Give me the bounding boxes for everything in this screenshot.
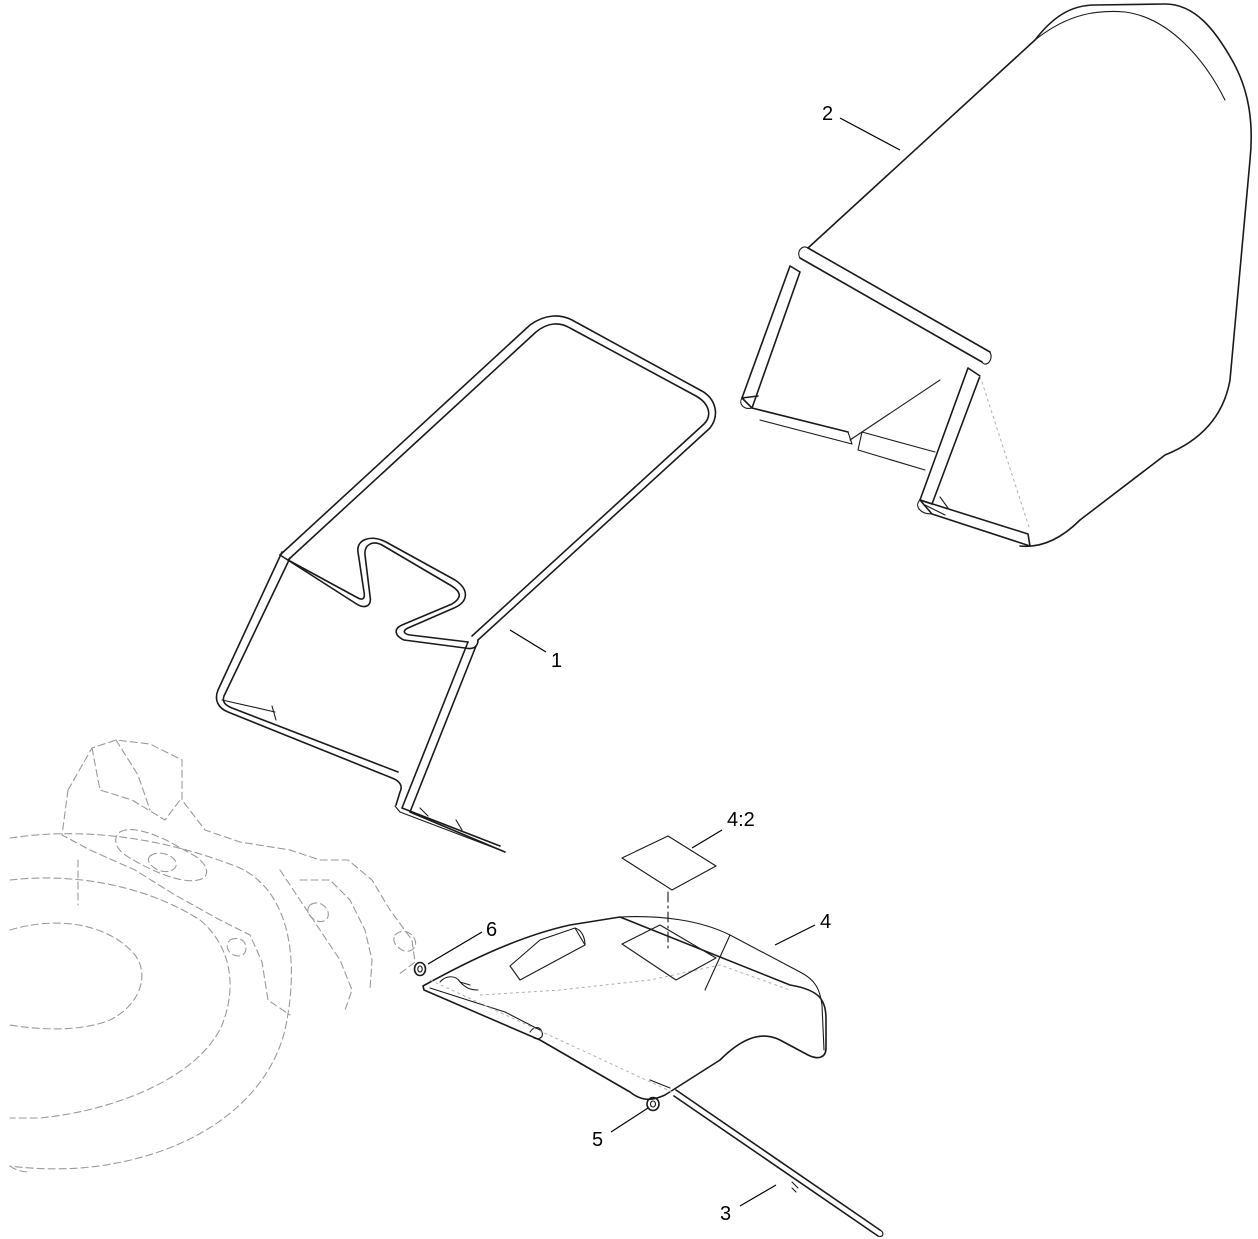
callout-1: 1 xyxy=(551,650,562,672)
washer-5 xyxy=(646,1096,660,1112)
callout-2: 2 xyxy=(822,103,833,125)
leader-2 xyxy=(839,117,901,151)
callout-6: 6 xyxy=(486,919,497,941)
callout-3: 3 xyxy=(720,1203,731,1225)
leader-4-2 xyxy=(691,829,723,849)
discharge-deflector xyxy=(422,916,827,1101)
leader-6 xyxy=(427,931,483,965)
hinge-rod xyxy=(429,979,884,1237)
mower-deck-phantom xyxy=(9,739,417,1173)
callout-4-2: 4:2 xyxy=(727,809,755,831)
callout-5: 5 xyxy=(592,1129,603,1151)
decal xyxy=(621,835,717,949)
leader-3 xyxy=(739,1184,777,1207)
leader-4 xyxy=(774,924,816,946)
grass-bag xyxy=(740,3,1252,548)
callout-4: 4 xyxy=(820,911,831,933)
leader-5 xyxy=(610,1107,649,1133)
callout-labels: 1 2 3 4 4:2 5 6 xyxy=(486,103,833,1225)
callout-leaders xyxy=(427,117,901,1207)
leader-1 xyxy=(509,629,547,653)
washer-6 xyxy=(413,961,427,977)
bag-frame xyxy=(215,315,717,853)
